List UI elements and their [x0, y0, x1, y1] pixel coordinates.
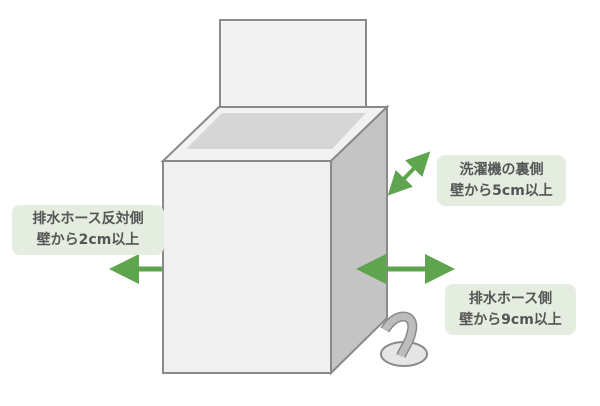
back-label-line1: 洗濯機の裏側: [459, 161, 544, 178]
left-label-line1: 排水ホース反対側: [32, 211, 144, 227]
front-face: [162, 160, 332, 374]
right-clearance-label: 排水ホース側 壁から9cm以上: [445, 284, 576, 335]
left-clearance-label: 排水ホース反対側 壁から2cm以上: [12, 205, 164, 255]
back-clearance-arrow: [387, 151, 431, 196]
right-label-line1: 排水ホース側: [468, 290, 553, 307]
drain-hose: [380, 311, 428, 367]
lid: [219, 19, 367, 114]
left-label-line2: 壁から2cm以上: [36, 232, 140, 248]
back-label-line2: 壁から5cm以上: [450, 182, 553, 199]
back-clearance-label: 洗濯機の裏側 壁から5cm以上: [437, 155, 566, 206]
washing-machine: [160, 19, 390, 376]
top-opening: [186, 113, 366, 149]
right-label-line2: 壁から9cm以上: [459, 311, 562, 328]
